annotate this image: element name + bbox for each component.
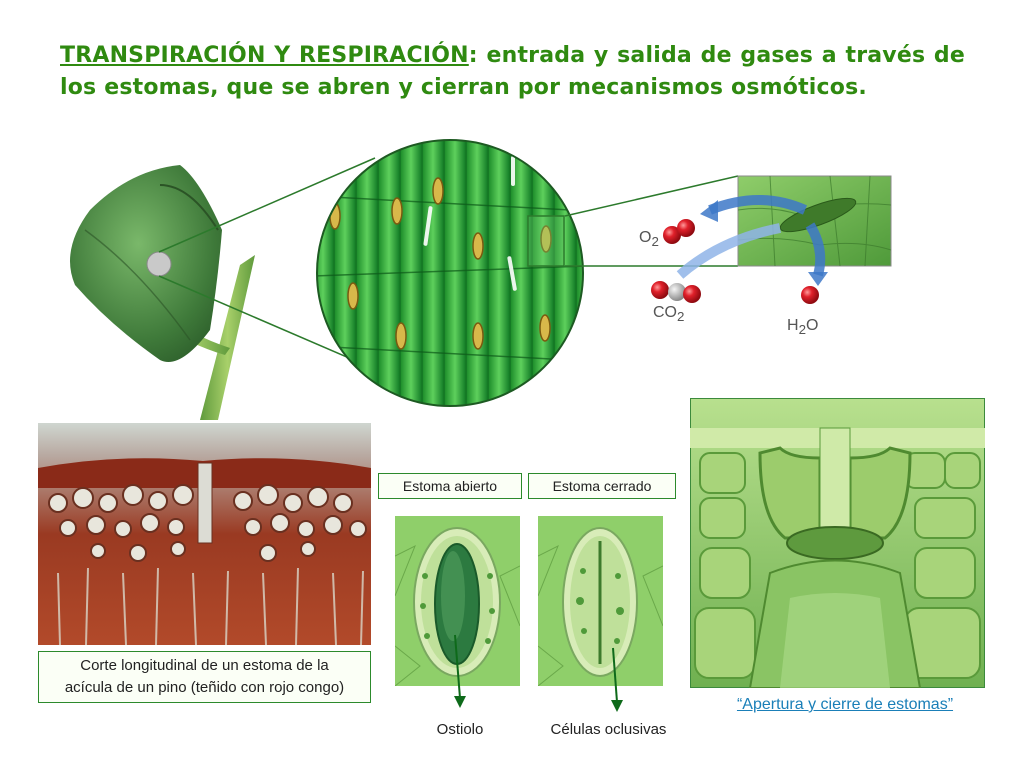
page-title: TRANSPIRACIÓN Y RESPIRACIÓN: entrada y s… [60, 40, 965, 104]
h2o-arrow [805, 222, 826, 277]
h2o-label: H2O [787, 317, 819, 338]
tag-estoma-cerrado: Estoma cerrado [528, 473, 676, 499]
pointer-arrows [454, 634, 623, 712]
epidermis-magnification [316, 139, 584, 407]
h2o-molecule [801, 286, 819, 304]
gas-exchange-diagram [651, 175, 892, 304]
co2-arrow [676, 223, 781, 279]
micrograph-caption: Corte longitudinal de un estoma de la ac… [38, 651, 371, 703]
stem [200, 255, 255, 420]
co2-label: CO2 [653, 304, 685, 325]
o2-label: O2 [639, 229, 659, 250]
tag-estoma-abierto: Estoma abierto [378, 473, 522, 499]
apertura-cierre-link[interactable]: “Apertura y cierre de estomas” [736, 696, 954, 713]
zoom-spot [146, 251, 172, 277]
caption-line-2: acícula de un pino (teñido con rojo cong… [64, 679, 345, 696]
closed-stoma-image [538, 516, 663, 686]
co2-molecule [651, 281, 701, 303]
o2-molecule [663, 219, 695, 244]
caption-line-1: Corte longitudinal de un estoma de la [80, 657, 329, 674]
zoom-line-top [158, 157, 376, 253]
celulas-oclusivas-label: Células oclusivas [550, 721, 667, 738]
pine-needle-micrograph [38, 423, 371, 645]
zoom-lines-2 [564, 175, 739, 267]
zoom-box [527, 215, 565, 267]
leaf-zoom-illustration [70, 157, 401, 420]
ostiolo-label: Ostiolo [436, 721, 484, 738]
leaf [70, 165, 222, 362]
title-lead: TRANSPIRACIÓN Y RESPIRACIÓN [60, 43, 469, 68]
o2-arrow [708, 195, 808, 215]
title-rest: : entrada y salida de gases a través de … [60, 43, 965, 100]
stoma-cross-section [690, 398, 985, 688]
